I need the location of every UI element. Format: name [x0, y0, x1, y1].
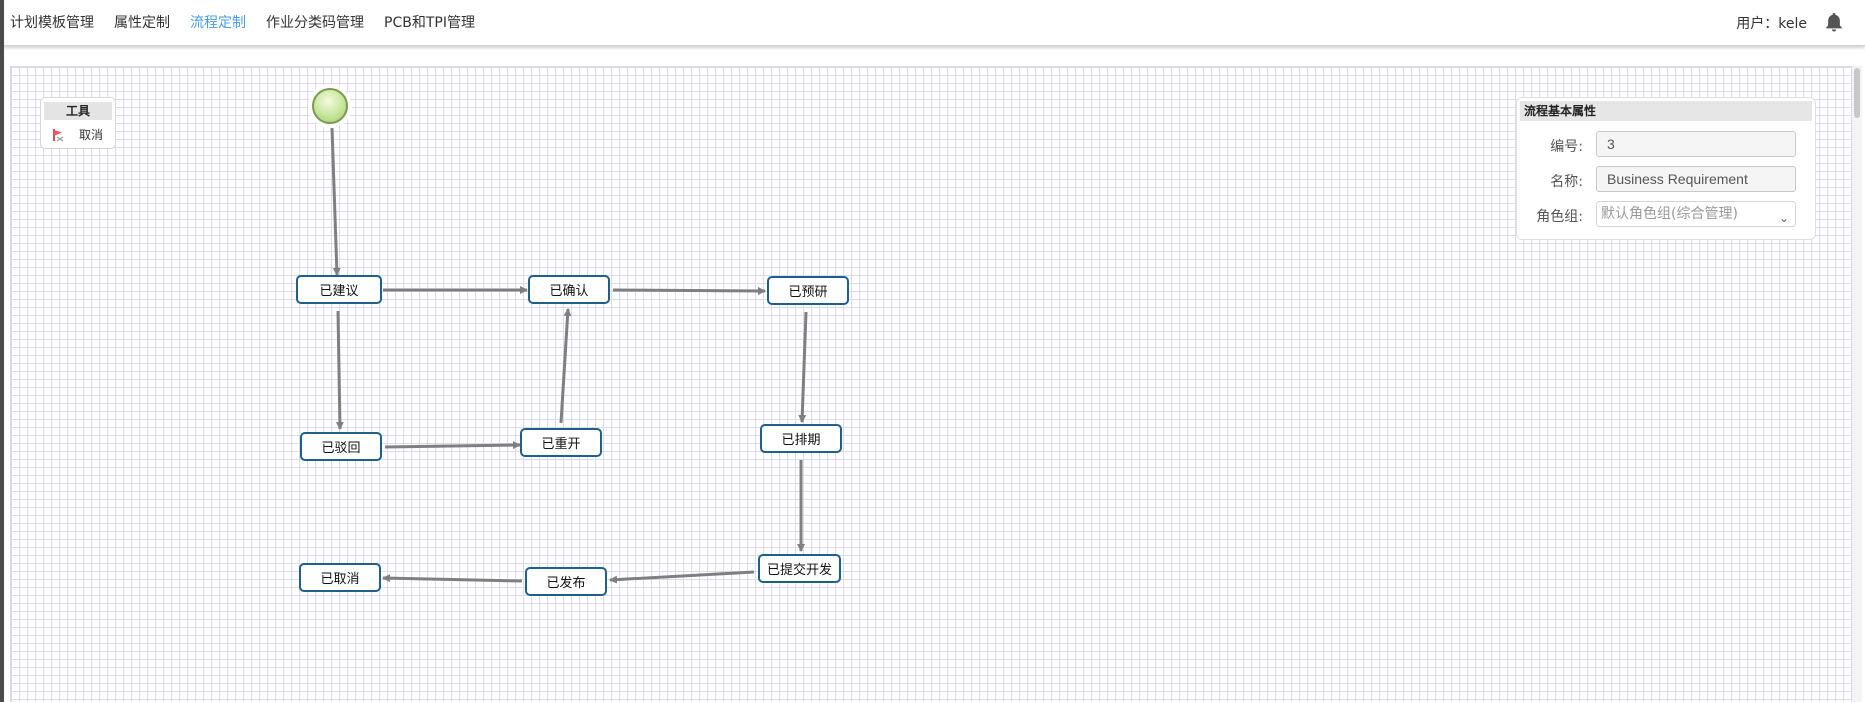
edge-confirmed-preresearch [612, 286, 766, 295]
user-label: 用户：kele [1736, 16, 1807, 32]
cancel-icon [53, 128, 64, 141]
role-row: 角色组: 默认角色组(综合管理) ⌄ [1517, 201, 1817, 227]
role-label: 角色组: [1536, 209, 1583, 225]
scrollbar-thumb[interactable] [1854, 68, 1860, 118]
nav-item-plan-templates[interactable]: 计划模板管理 [10, 15, 94, 31]
cancel-tool-label: 取消 [79, 128, 104, 142]
edge-rejected-reopened [384, 441, 521, 450]
node-cancelled[interactable]: 已取消 [299, 563, 381, 592]
vertical-scrollbar[interactable] [1852, 66, 1862, 702]
node-scheduled[interactable]: 已排期 [760, 424, 842, 453]
edge-reopened-confirmed [559, 308, 572, 424]
cancel-tool-button[interactable]: 取消 [51, 126, 103, 143]
edge-start-suggested [330, 127, 341, 276]
nav-item-attribute-custom[interactable]: 属性定制 [114, 15, 170, 31]
id-field[interactable]: 3 [1596, 131, 1796, 157]
edge-preresearch-scheduled [798, 311, 808, 423]
start-event-node[interactable] [312, 88, 348, 124]
role-group-value: 默认角色组(综合管理) [1601, 206, 1738, 222]
name-label: 名称: [1550, 174, 1583, 190]
id-row: 编号: 3 [1517, 131, 1817, 157]
node-reopened[interactable]: 已重开 [520, 428, 602, 457]
role-group-select[interactable]: 默认角色组(综合管理) ⌄ [1596, 201, 1796, 227]
bell-icon[interactable] [1823, 11, 1845, 33]
node-pre-research[interactable]: 已预研 [767, 276, 849, 305]
nav-item-pcb-tpi[interactable]: PCB和TPI管理 [384, 15, 475, 31]
nav-item-workflow-custom[interactable]: 流程定制 [190, 15, 246, 31]
chevron-down-icon: ⌄ [1778, 211, 1789, 225]
name-row: 名称: Business Requirement [1517, 166, 1817, 192]
edge-submitted-published [609, 570, 755, 584]
window-left-edge [0, 0, 4, 702]
top-navigation-bar: 计划模板管理 属性定制 流程定制 作业分类码管理 PCB和TPI管理 用户：ke… [0, 0, 1865, 46]
node-suggested[interactable]: 已建议 [296, 275, 382, 304]
edge-suggested-rejected [335, 310, 344, 430]
main-nav: 计划模板管理 属性定制 流程定制 作业分类码管理 PCB和TPI管理 [10, 12, 495, 32]
node-confirmed[interactable]: 已确认 [528, 275, 610, 304]
id-label: 编号: [1550, 139, 1583, 155]
nav-item-job-codes[interactable]: 作业分类码管理 [266, 15, 364, 31]
node-published[interactable]: 已发布 [525, 567, 607, 596]
edge-published-cancelled [382, 574, 523, 583]
workflow-properties-panel: 流程基本属性 编号: 3 名称: Business Requirement 角色… [1516, 97, 1816, 240]
node-rejected[interactable]: 已驳回 [300, 432, 382, 461]
name-field[interactable]: Business Requirement [1596, 166, 1796, 192]
tool-panel-title: 工具 [44, 102, 112, 120]
tool-panel: 工具 取消 [40, 97, 116, 149]
properties-title: 流程基本属性 [1520, 101, 1812, 121]
node-submitted-dev[interactable]: 已提交开发 [758, 554, 841, 583]
